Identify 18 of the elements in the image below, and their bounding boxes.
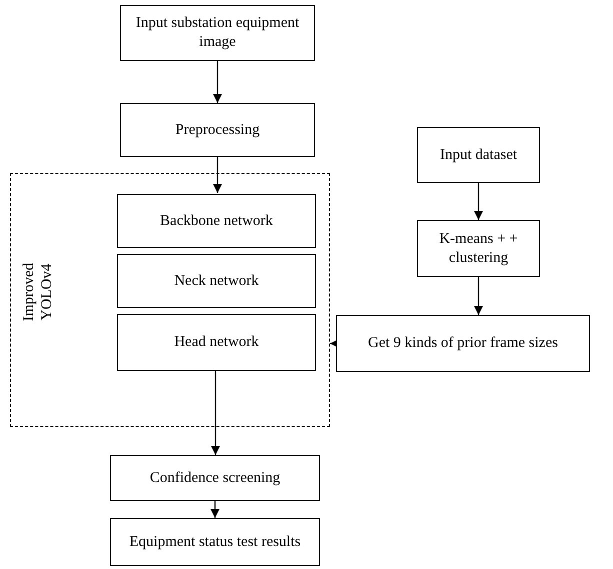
arrow [210, 501, 220, 518]
process-box: Neck network [117, 254, 316, 308]
process-box: Preprocessing [120, 103, 315, 157]
process-box: Backbone network [117, 194, 316, 248]
process-box: K-means + + clustering [417, 220, 540, 277]
arrow [474, 277, 483, 315]
process-box: Input substation equipment image [120, 5, 315, 61]
arrow [213, 61, 222, 103]
process-box: Confidence screening [110, 455, 320, 501]
dashed-group-frame [10, 173, 330, 427]
arrow [474, 183, 483, 220]
arrow [211, 370, 220, 455]
process-box: Input dataset [417, 127, 540, 183]
group-label: Improved YOLOv4 [20, 262, 56, 324]
process-box: Equipment status test results [110, 518, 320, 566]
process-box: Get 9 kinds of prior frame sizes [336, 315, 590, 372]
arrow [213, 157, 222, 193]
process-box: Head network [117, 314, 316, 371]
